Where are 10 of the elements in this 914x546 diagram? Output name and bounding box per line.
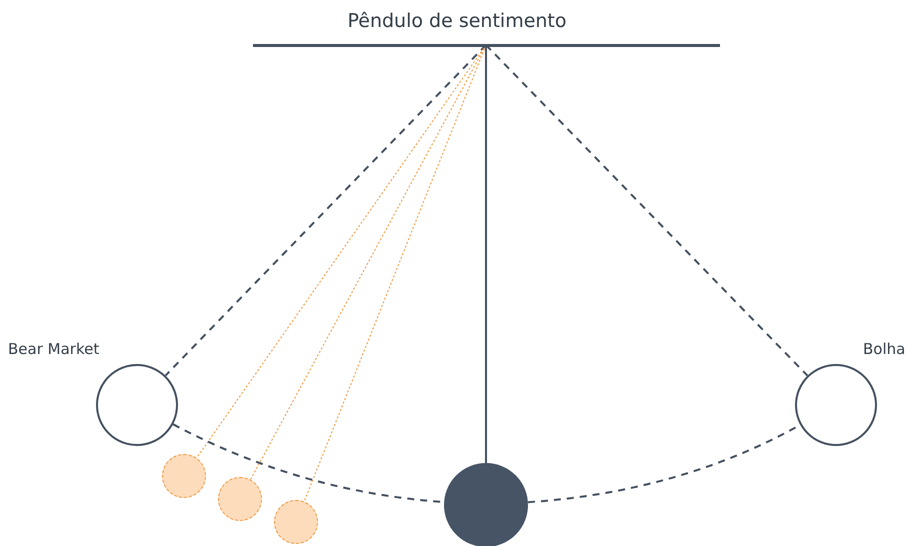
title: Pêndulo de sentimento	[346, 10, 568, 32]
pendulum-string	[164, 44, 487, 376]
support-bar	[253, 44, 720, 46]
pendulum-bob	[162, 454, 206, 498]
pendulum-bob	[218, 477, 262, 521]
node-label: Bolha	[863, 340, 906, 358]
pendulum-bob	[274, 500, 318, 544]
pendulum-string	[485, 45, 487, 463]
pendulum-string	[485, 44, 808, 376]
node-label: Bear Market	[8, 340, 100, 358]
